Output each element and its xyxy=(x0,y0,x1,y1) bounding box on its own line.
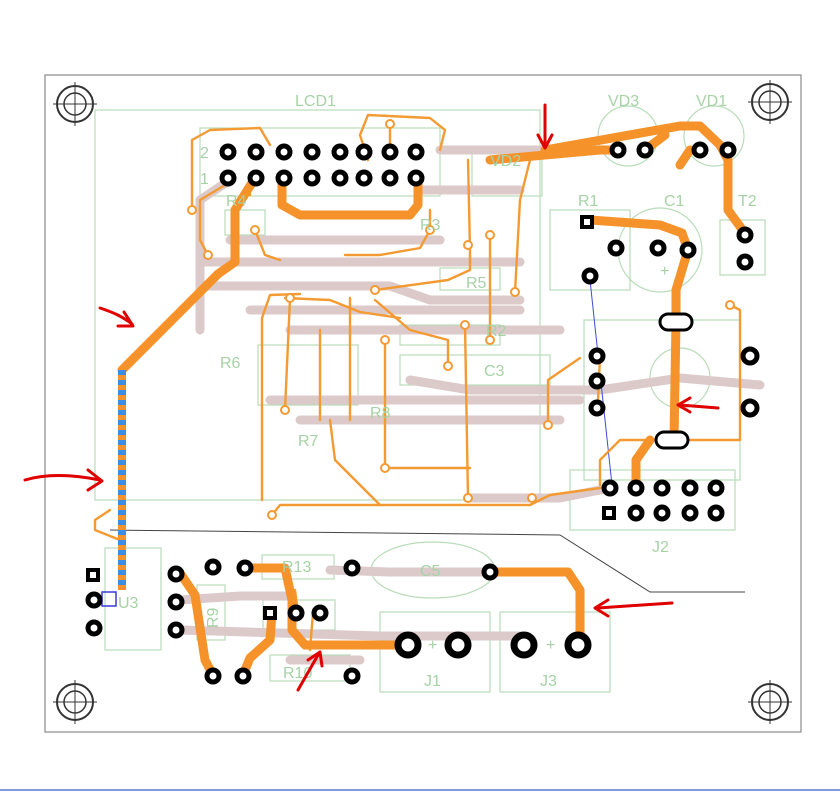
label-lcd-pin2: 2 xyxy=(200,145,209,162)
mounting-hole xyxy=(748,680,792,724)
component-pads xyxy=(85,141,760,685)
label-plus-j3: + xyxy=(546,637,555,654)
label-r7: R7 xyxy=(298,433,319,450)
annotation-arrow-icon xyxy=(23,468,104,492)
mounting-hole xyxy=(53,82,97,126)
label-r1: R1 xyxy=(578,193,599,210)
label-j3: J3 xyxy=(540,673,557,690)
mounting-hole xyxy=(748,80,792,124)
lcd-header-pads xyxy=(219,143,425,187)
label-j1: J1 xyxy=(424,673,441,690)
label-c3: C3 xyxy=(484,363,505,380)
annotation-arrow-icon xyxy=(593,598,674,618)
label-r13: R13 xyxy=(282,559,311,576)
label-r2: R2 xyxy=(486,323,507,340)
label-plus-j1: + xyxy=(428,637,437,654)
board-cut-line xyxy=(109,529,745,593)
label-r8: R8 xyxy=(370,405,391,422)
label-t2: T2 xyxy=(738,193,757,210)
label-r3: R3 xyxy=(420,217,441,234)
bottom-copper-layer xyxy=(175,145,765,665)
annotation-arrow-icon xyxy=(296,650,324,692)
label-r4: R4 xyxy=(226,193,247,210)
label-c5: C5 xyxy=(420,563,441,580)
top-copper-thin-traces xyxy=(93,113,742,652)
label-plus-c1: + xyxy=(660,263,669,280)
label-c1: C1 xyxy=(664,193,685,210)
capacitor-oval-pad xyxy=(658,312,694,332)
label-vd1: VD1 xyxy=(696,93,727,110)
label-r9: R9 xyxy=(205,607,222,628)
label-vd2: VD2 xyxy=(490,153,521,170)
label-lcd-pin1: 1 xyxy=(200,171,209,188)
label-u3: U3 xyxy=(118,595,139,612)
label-j2: J2 xyxy=(652,539,669,556)
vias xyxy=(187,119,735,520)
annotation-arrow-icon xyxy=(676,396,720,414)
label-r5: R5 xyxy=(466,275,487,292)
capacitor-oval-pad xyxy=(654,430,690,450)
annotation-arrow-icon xyxy=(98,306,135,328)
label-r6: R6 xyxy=(220,355,241,372)
label-lcd1: LCD1 xyxy=(295,93,336,110)
annotation-arrow-icon xyxy=(536,103,554,150)
label-vd3: VD3 xyxy=(608,93,639,110)
mounting-hole xyxy=(53,680,97,724)
